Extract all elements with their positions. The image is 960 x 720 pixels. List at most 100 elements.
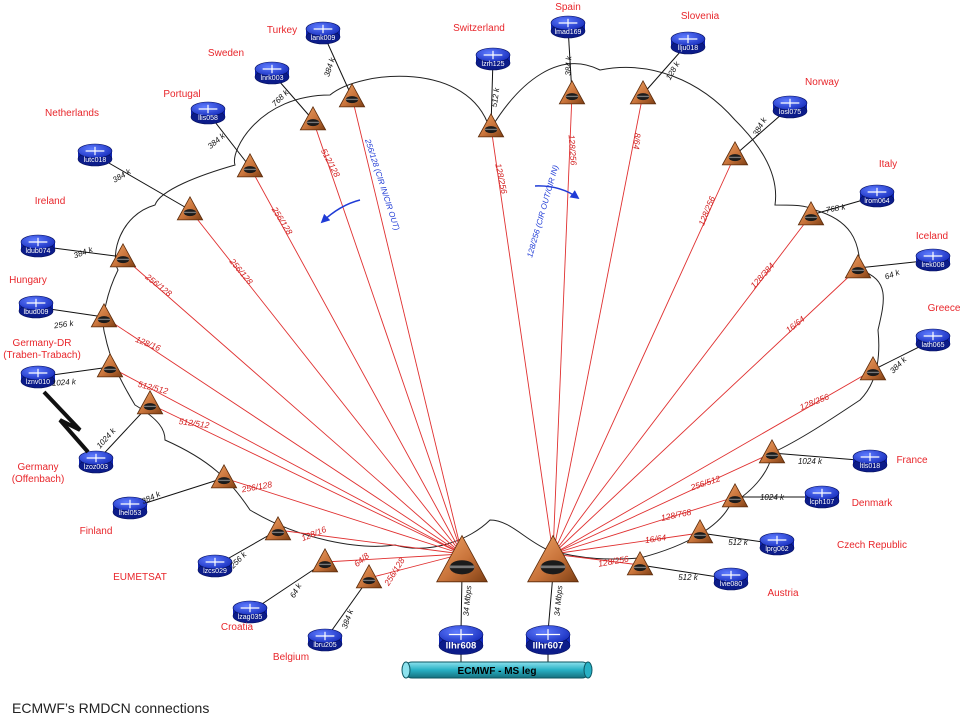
frame-relay-node bbox=[96, 352, 124, 378]
routers-layer: lank009lnrk003llis058lutc018ldub074lbud0… bbox=[18, 15, 951, 655]
access-speed-label: 512 k bbox=[678, 573, 699, 582]
router-icon: lzcs029 bbox=[197, 554, 233, 578]
frame-relay-node bbox=[355, 563, 383, 589]
access-speed-label: 768 k bbox=[825, 202, 847, 214]
ms-leg-pipe-cap-right bbox=[583, 661, 593, 679]
frame-relay-node bbox=[558, 79, 586, 105]
germany-backup-link bbox=[42, 390, 90, 454]
access-speed-label: 384 k bbox=[322, 56, 337, 78]
router-name: lvie080 bbox=[720, 581, 742, 588]
country-label: Norway bbox=[805, 77, 839, 88]
access-speed-label: 1024 k bbox=[95, 426, 118, 451]
access-speed-label: 256 k bbox=[227, 549, 249, 571]
country-label: Finland bbox=[80, 526, 113, 537]
bandwidth-label: 128/16 bbox=[300, 524, 328, 543]
country-label: Sweden bbox=[208, 48, 244, 59]
frame-relay-node bbox=[311, 547, 339, 573]
frame-relay-node bbox=[109, 242, 137, 268]
router-name: llhr608 bbox=[446, 641, 477, 652]
access-speed-label: 1024 k bbox=[798, 457, 823, 466]
bandwidth-label: 256/128 bbox=[143, 271, 174, 299]
pvc-link bbox=[552, 214, 812, 555]
country-label: Italy bbox=[879, 159, 897, 170]
access-speed-label: 64 k bbox=[883, 267, 901, 281]
router-icon: ltls018 bbox=[852, 449, 888, 473]
router-icon: lcph107 bbox=[804, 485, 840, 509]
links-layer bbox=[103, 93, 874, 579]
country-label: France bbox=[896, 455, 928, 466]
bandwidth-label: 128/256 bbox=[567, 134, 579, 166]
bandwidth-label: 128/256 bbox=[696, 194, 717, 226]
bandwidth-label: 128/16 bbox=[134, 334, 162, 353]
ms-leg-pipe-cap-left bbox=[401, 661, 411, 679]
country-label: EUMETSAT bbox=[113, 572, 167, 583]
access-links-layer bbox=[35, 26, 934, 662]
pvc-link bbox=[189, 209, 463, 555]
router-name: ldub074 bbox=[26, 248, 51, 255]
frame-relay-node bbox=[176, 195, 204, 221]
pvc-link bbox=[552, 154, 736, 555]
router-name: lnrk003 bbox=[261, 75, 284, 82]
router-name: lzcs029 bbox=[203, 568, 227, 575]
router-name: lbud009 bbox=[24, 309, 49, 316]
access-speed-label: 512 k bbox=[490, 86, 502, 108]
frame-relay-node bbox=[338, 82, 366, 108]
frame-relay-node bbox=[797, 200, 825, 226]
country-label: Ireland bbox=[35, 196, 66, 207]
frame-relay-node bbox=[629, 79, 657, 105]
router-icon: ldub074 bbox=[20, 234, 56, 258]
bandwidth-label: 256/128 bbox=[381, 556, 406, 588]
router-name: lbru205 bbox=[313, 642, 336, 649]
hub-node bbox=[527, 534, 579, 583]
bandwidth-label: 512/128 bbox=[319, 147, 342, 179]
router-name: lath065 bbox=[922, 342, 945, 349]
pvc-link bbox=[552, 496, 736, 555]
frame-relay-node bbox=[236, 152, 264, 178]
labels-layer: 512/128256/128256/128256/128128/16512/51… bbox=[3, 2, 960, 663]
cir-label-right: 128/256 (CIR OUT/CIR IN) bbox=[525, 164, 560, 259]
pvc-link bbox=[552, 532, 701, 555]
cir-arrow-right bbox=[534, 185, 580, 200]
country-label: Iceland bbox=[916, 231, 948, 242]
bandwidth-label: 512/512 bbox=[178, 416, 210, 430]
router-name: losl075 bbox=[779, 109, 801, 116]
frame-relay-node bbox=[477, 112, 505, 138]
country-label: Turkey bbox=[267, 25, 297, 36]
pvc-link bbox=[249, 166, 463, 555]
nodes-layer bbox=[90, 79, 887, 589]
bandwidth-label: 16/64 bbox=[644, 532, 667, 545]
access-speed-label: 128 k bbox=[664, 59, 682, 81]
router-icon: lvie080 bbox=[713, 567, 749, 591]
pvc-link bbox=[277, 529, 463, 555]
country-label: Germany-DR(Traben-Trabach) bbox=[3, 338, 81, 361]
cir-arrow-left bbox=[320, 199, 361, 224]
access-speed-label: 1024 k bbox=[52, 377, 78, 388]
bandwidth-label: 16/64 bbox=[784, 314, 807, 335]
router-name: lzag035 bbox=[238, 614, 263, 621]
hub-speed-label: 34 Mbps bbox=[462, 585, 474, 616]
hub-access-link bbox=[460, 573, 463, 633]
router-name: ltls018 bbox=[860, 463, 880, 470]
pvc-link bbox=[552, 553, 641, 566]
cloud-outline bbox=[102, 63, 884, 560]
frame-relay-node bbox=[264, 515, 292, 541]
country-label: Greece bbox=[928, 303, 960, 314]
router-icon: lhel053 bbox=[112, 496, 148, 520]
router-icon: lbud009 bbox=[18, 295, 54, 319]
frame-relay-node bbox=[136, 389, 164, 415]
frame-relay-node bbox=[844, 253, 872, 279]
bandwidth-label: 512/512 bbox=[137, 379, 169, 396]
access-speed-label: 256 k bbox=[52, 319, 75, 331]
hub-access-link bbox=[547, 573, 554, 633]
country-label: Croatia bbox=[221, 622, 254, 633]
pvc-link bbox=[552, 369, 874, 555]
router-icon: lutc018 bbox=[77, 143, 113, 167]
router-icon: lnrk003 bbox=[254, 61, 290, 85]
ms-leg-label: ECMWF - MS leg bbox=[458, 666, 537, 677]
router-icon: lzoz003 bbox=[78, 450, 114, 474]
country-label: Spain bbox=[555, 2, 581, 13]
country-label: Slovenia bbox=[681, 11, 720, 22]
router-name: lcph107 bbox=[810, 499, 835, 506]
router-name: llhr607 bbox=[533, 641, 564, 652]
